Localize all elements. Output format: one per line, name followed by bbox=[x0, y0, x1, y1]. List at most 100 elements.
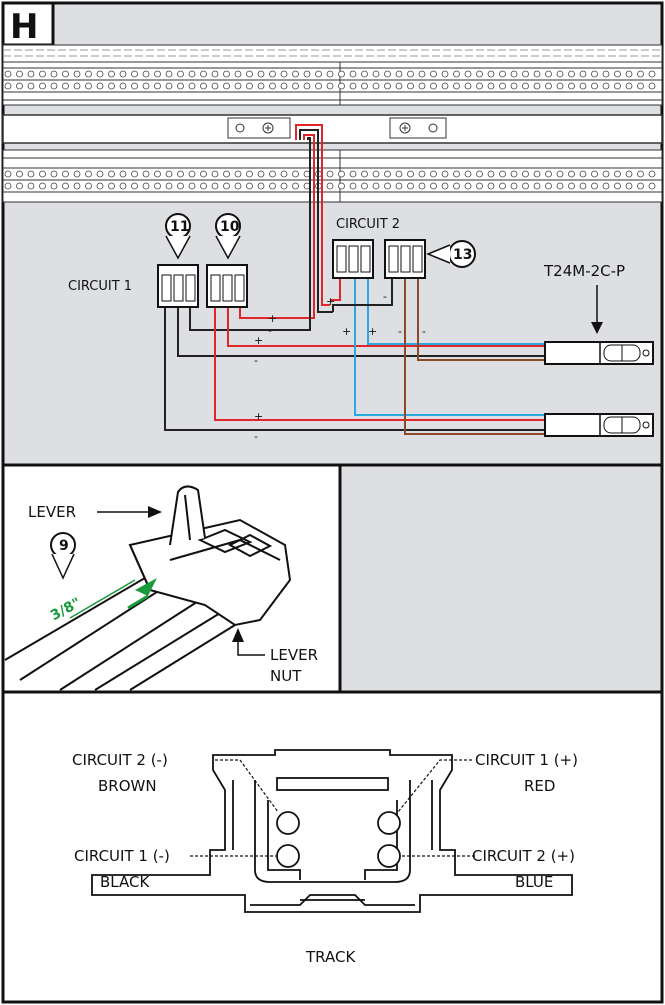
svg-text:-: - bbox=[422, 325, 426, 338]
perforation-hole bbox=[62, 182, 69, 190]
perforation-hole bbox=[372, 70, 380, 78]
perforation-hole bbox=[211, 82, 219, 90]
perforation-hole bbox=[430, 70, 437, 78]
perforation-hole bbox=[108, 70, 115, 78]
fixture-top bbox=[544, 341, 654, 365]
perforation-hole bbox=[602, 182, 610, 190]
section-letter: H bbox=[10, 7, 38, 47]
fixture-bottom bbox=[544, 413, 654, 437]
perforation-hole bbox=[280, 170, 288, 178]
perforation-hole bbox=[131, 70, 138, 78]
perforation-hole bbox=[579, 170, 587, 178]
perforation-hole bbox=[533, 70, 541, 78]
svg-text:-: - bbox=[254, 354, 258, 367]
perforation-hole bbox=[430, 170, 437, 178]
perforation-hole bbox=[441, 70, 449, 78]
circuit-1-label: CIRCUIT 1 bbox=[68, 279, 132, 294]
perforation-hole bbox=[326, 70, 334, 78]
perforation-hole bbox=[591, 182, 598, 190]
svg-text:-: - bbox=[398, 325, 402, 338]
perforation-hole bbox=[142, 182, 150, 190]
perforation-hole bbox=[280, 70, 288, 78]
perforation-hole bbox=[269, 182, 276, 190]
perforation-hole bbox=[27, 70, 35, 78]
perforation-hole bbox=[315, 82, 322, 90]
perforation-hole bbox=[338, 82, 345, 90]
svg-text:-: - bbox=[254, 430, 258, 443]
connector-11 bbox=[157, 264, 199, 308]
perforation-hole bbox=[510, 82, 518, 90]
perforation-hole bbox=[154, 82, 161, 90]
circuit2-plus-label: CIRCUIT 2 (+) bbox=[472, 847, 575, 865]
part-number-label: T24M-2C-P bbox=[543, 262, 625, 280]
perforation-hole bbox=[154, 182, 161, 190]
step-10-callout: 10 bbox=[215, 213, 241, 260]
perforation-hole bbox=[177, 182, 184, 190]
perforation-hole bbox=[361, 182, 368, 190]
perforation-hole bbox=[188, 82, 196, 90]
perforation-hole bbox=[27, 170, 35, 178]
perforation-hole bbox=[292, 82, 299, 90]
perforation-hole bbox=[200, 82, 207, 90]
perforation-hole bbox=[4, 82, 12, 90]
perforation-hole bbox=[303, 82, 311, 90]
perforation-hole bbox=[39, 70, 46, 78]
perforation-hole bbox=[487, 82, 495, 90]
track-channel bbox=[2, 114, 663, 144]
perforation-hole bbox=[326, 82, 334, 90]
perforation-hole bbox=[568, 82, 575, 90]
perforation-hole bbox=[292, 182, 299, 190]
perforation-hole bbox=[234, 82, 242, 90]
perforation-hole bbox=[499, 82, 506, 90]
part-arrow bbox=[591, 285, 603, 334]
perforation-hole bbox=[223, 82, 230, 90]
perforation-hole bbox=[614, 82, 621, 90]
perforation-hole bbox=[418, 182, 426, 190]
lever-nut-label-line1: LEVER bbox=[270, 646, 318, 664]
perforation-hole bbox=[418, 170, 426, 178]
perforation-hole bbox=[568, 170, 575, 178]
perforation-hole bbox=[257, 170, 265, 178]
perforation-hole bbox=[499, 170, 506, 178]
connector-circuit2-left bbox=[332, 239, 374, 279]
perforation-hole bbox=[476, 170, 483, 178]
svg-text:+: + bbox=[326, 295, 335, 308]
perforation-hole bbox=[579, 70, 587, 78]
perforation-hole bbox=[119, 70, 127, 78]
perforation-hole bbox=[269, 82, 276, 90]
perforation-hole bbox=[73, 170, 81, 178]
connector-13 bbox=[384, 239, 426, 279]
perforation-hole bbox=[280, 82, 288, 90]
perforation-hole bbox=[487, 170, 495, 178]
svg-text:+: + bbox=[342, 325, 351, 338]
perforation-hole bbox=[476, 70, 483, 78]
perforation-hole bbox=[338, 182, 345, 190]
svg-text:+: + bbox=[254, 334, 263, 347]
svg-text:+: + bbox=[268, 312, 277, 325]
perforation-hole bbox=[154, 170, 161, 178]
perforation-hole bbox=[177, 70, 184, 78]
perforation-hole bbox=[108, 170, 115, 178]
perforation-hole bbox=[510, 70, 518, 78]
perforation-hole bbox=[372, 82, 380, 90]
perforation-hole bbox=[453, 182, 460, 190]
perforation-hole bbox=[73, 182, 81, 190]
perforation-hole bbox=[257, 70, 265, 78]
perforation-hole bbox=[349, 170, 357, 178]
perforation-hole bbox=[499, 182, 506, 190]
perforation-hole bbox=[384, 70, 391, 78]
ceiling-strip-bottom bbox=[2, 149, 663, 203]
perforation-hole bbox=[395, 182, 403, 190]
perforation-hole bbox=[234, 70, 242, 78]
perforation-hole bbox=[556, 170, 564, 178]
perforation-hole bbox=[200, 182, 207, 190]
perforation-hole bbox=[223, 182, 230, 190]
perforation-hole bbox=[522, 82, 529, 90]
perforation-hole bbox=[269, 170, 276, 178]
leader-lines bbox=[190, 759, 475, 857]
perforation-hole bbox=[648, 170, 656, 178]
perforation-hole bbox=[142, 82, 150, 90]
perforation-hole bbox=[200, 170, 207, 178]
perforation-hole bbox=[292, 70, 299, 78]
perforation-hole bbox=[211, 182, 219, 190]
